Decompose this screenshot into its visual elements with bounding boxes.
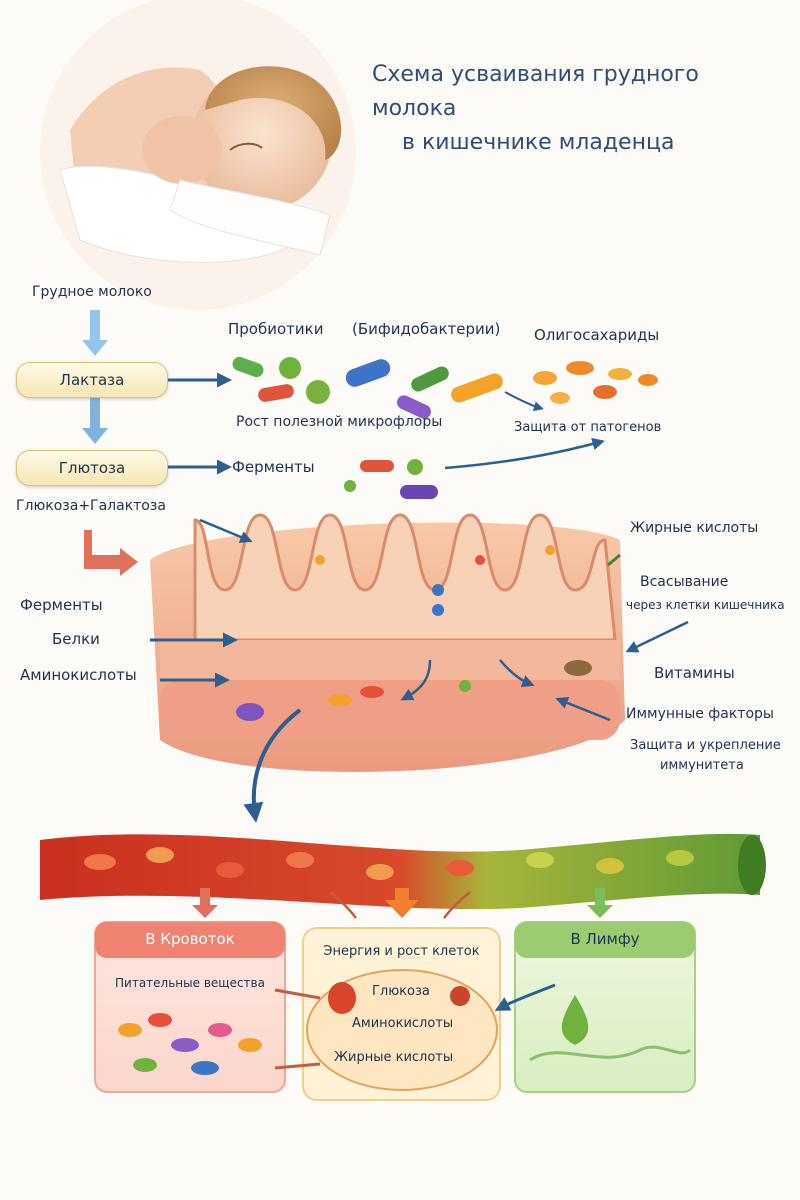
label-proteins: Белки — [52, 630, 100, 648]
label-absorption-desc: через клетки кишечника — [626, 598, 785, 612]
blood-box-title: В Кровоток — [145, 930, 235, 948]
energy-item-amino: Аминокислоты — [352, 1016, 454, 1031]
energy-item-glucose: Глюкоза — [372, 984, 430, 999]
blood-box-text: Питательные вещества — [115, 976, 265, 990]
flow-arrows — [82, 310, 232, 576]
label-glucose-galactose: Глюкоза+Галактоза — [16, 498, 166, 514]
title-line-1: Схема усваивания грудного молока — [372, 62, 699, 121]
energy-box-title: Энергия и рост клеток — [323, 944, 480, 959]
bacteria-cluster — [232, 356, 658, 499]
label-probiotics: Пробиотики — [228, 320, 324, 338]
blood-vessel — [40, 833, 766, 919]
lymph-box-title: В Лимфу — [570, 930, 640, 948]
label-immune-factors: Иммунные факторы — [626, 706, 774, 722]
label-microflora-growth: Рост полезной микрофлоры — [236, 414, 443, 430]
label-absorption: Всасывание — [640, 574, 729, 590]
label-enzymes-top: Ферменты — [232, 458, 315, 476]
label-immune-desc-2: иммунитета — [660, 758, 744, 773]
label-enzymes: Ферменты — [20, 596, 103, 614]
bottom-boxes — [94, 921, 696, 1101]
mother-baby-illustration — [40, 0, 356, 310]
label-fatty-acids: Жирные кислоты — [630, 520, 759, 536]
label-amino-acids: Аминокислоты — [20, 666, 137, 684]
label-vitamins: Витамины — [654, 664, 735, 682]
label-bifido: (Бифидобактерии) — [352, 320, 501, 338]
page-title: Схема усваивания грудного молока в кишеч… — [372, 58, 772, 160]
label-immune-desc-1: Защита и укрепление — [630, 738, 781, 753]
title-line-2: в кишечнике младенца — [402, 130, 675, 155]
label-breast-milk: Грудное молоко — [32, 284, 152, 300]
energy-item-fatty: Жирные кислоты — [334, 1050, 454, 1065]
label-oligosaccharides: Олигосахариды — [534, 326, 660, 344]
intestine-cross-section — [150, 513, 689, 823]
pill-lactase: Лактаза — [16, 362, 168, 398]
pill-glucose: Глютоза — [16, 450, 168, 486]
label-pathogen-protection: Защита от патогенов — [514, 420, 662, 435]
